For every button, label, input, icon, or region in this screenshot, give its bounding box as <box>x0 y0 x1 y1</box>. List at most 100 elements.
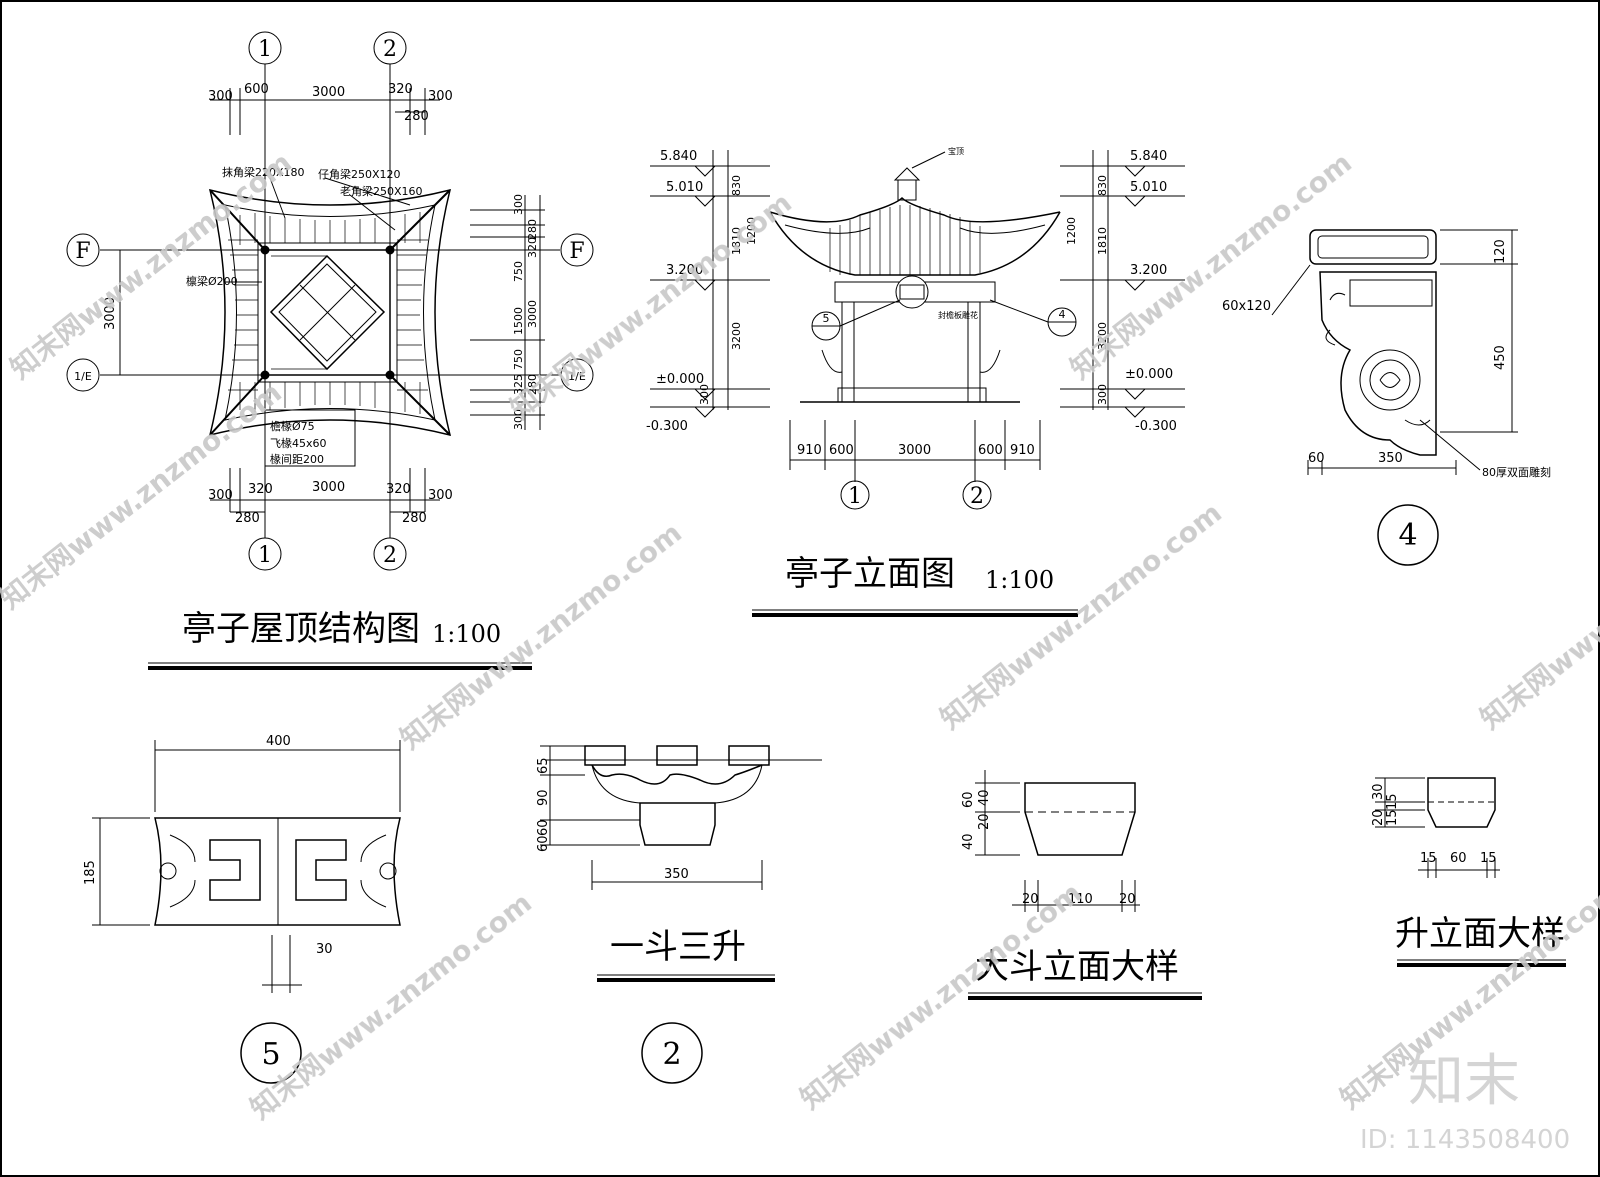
dim-text: 60 <box>536 819 551 836</box>
dim-text: 90 <box>536 789 551 806</box>
note-finial: 宝顶 <box>948 146 964 156</box>
dim-text: 20 <box>977 813 992 830</box>
dou-title: 一斗三升 <box>610 927 746 967</box>
dim-text: 40 <box>977 789 992 806</box>
dim-text: 830 <box>730 175 743 196</box>
watermark-text: 知末网www.znzmo.com <box>0 376 288 616</box>
dim-text: 600 <box>829 443 854 458</box>
dim-text: 350 <box>664 867 689 882</box>
dim-text: 600 <box>978 443 1003 458</box>
dim-text: 20 <box>1371 809 1386 826</box>
watermark-text: 知末网www.znzmo.com <box>504 186 798 426</box>
dim-text: 280 <box>526 374 539 395</box>
dim-text: 30 <box>316 942 333 957</box>
dim-text: 300 <box>428 89 453 104</box>
detail-dou-text: 65 90 60 60 350 一斗三升 2 <box>536 757 775 1072</box>
column-marker <box>260 245 270 255</box>
level-text: 3.200 <box>1130 263 1167 278</box>
label-corner-beam-large: 老角梁250X160 <box>340 184 423 198</box>
level-text: 5.010 <box>666 180 703 195</box>
detail-5-lattice <box>92 740 401 1084</box>
dim-text: 20 <box>1022 892 1039 907</box>
dim-text: 120 <box>1493 239 1508 264</box>
dim-text: 450 <box>1493 345 1508 370</box>
axis-bubble-E-right <box>560 358 594 392</box>
pavilion-elevation-text: 5.840 5.010 3.200 ±0.000 -0.300 5.840 5.… <box>646 146 1177 617</box>
dim-text: 400 <box>266 734 291 749</box>
dim-text: 300 <box>208 89 233 104</box>
dim-text: 60 <box>536 835 551 852</box>
dim-text: 60 <box>961 791 976 808</box>
dim-text: 15 <box>1385 809 1400 826</box>
axis-bubble-E-left <box>66 358 100 392</box>
axis-label-E-left: 1/E <box>74 370 92 383</box>
watermark-layer: 知末网www.znzmo.com 知末网www.znzmo.com 知末网www… <box>0 146 1600 1155</box>
level-text: ±0.000 <box>1125 367 1173 382</box>
dim-text: 3200 <box>1096 322 1109 350</box>
level-text: 5.840 <box>1130 149 1167 164</box>
level-text: 5.840 <box>660 149 697 164</box>
roof-plan-title: 亭子屋顶结构图 <box>182 609 420 649</box>
dim-text: 300 <box>1096 384 1109 405</box>
axis-bubble-F-left <box>66 233 100 267</box>
dim-text: 830 <box>1096 175 1109 196</box>
da-dou-title: 大斗立面大样 <box>975 947 1179 987</box>
label-block: 60x120 <box>1222 299 1271 314</box>
pavilion-elevation <box>650 150 1185 510</box>
detail-4-id: 4 <box>1398 518 1417 553</box>
level-text: -0.300 <box>1135 419 1177 434</box>
dim-text: 3000 <box>312 85 345 100</box>
dim-text: 1200 <box>745 217 758 245</box>
dim-text: 280 <box>402 511 427 526</box>
roof-plan <box>66 31 594 571</box>
axis-label-2-bottom: 2 <box>383 543 397 568</box>
level-text: ±0.000 <box>656 372 704 387</box>
dim-text: 30 <box>1371 783 1386 800</box>
dim-text: 3000 <box>312 480 345 495</box>
level-text: 3.200 <box>666 263 703 278</box>
roof-plan-text: 1 2 1 2 F F 1/E 1/E 300 600 3000 320 300… <box>74 37 586 670</box>
dim-text: 60 <box>1308 451 1325 466</box>
label-corner-beam-small: 仔角梁250X120 <box>318 167 401 181</box>
detail-sheng-text: 20 30 15 15 15 60 15 升立面大样 <box>1371 783 1566 967</box>
dou-id: 2 <box>662 1037 681 1072</box>
axis-bubble-2-top <box>373 31 407 65</box>
dim-text: 280 <box>235 511 260 526</box>
callout-4: 4 <box>1059 308 1066 321</box>
dim-text: 3200 <box>730 322 743 350</box>
dim-text: 15 <box>1420 851 1437 866</box>
dim-text: 3000 <box>526 300 539 328</box>
axis-bubble-1-bottom <box>248 537 282 571</box>
elevation-title: 亭子立面图 <box>785 554 955 594</box>
dim-text: 320 <box>386 482 411 497</box>
dim-text: 15 <box>1480 851 1497 866</box>
axis-label-2-top: 2 <box>383 37 397 62</box>
watermark-text: 知末网www.znzmo.com <box>1474 496 1600 736</box>
axis-bubble-1-top <box>248 31 282 65</box>
level-text: 5.010 <box>1130 180 1167 195</box>
dim-text: 300 <box>698 384 711 405</box>
dim-text: 20 <box>1119 892 1136 907</box>
axis-label-F-right: F <box>569 239 584 264</box>
note-fascia: 封檐板雕花 <box>938 310 978 320</box>
detail-da-dou-text: 60 20 40 40 20 110 20 大斗立面大样 <box>961 789 1202 1000</box>
axis-label-1-top: 1 <box>258 37 272 62</box>
dim-text: 750 <box>512 261 525 282</box>
dim-text: 750 <box>512 349 525 370</box>
dim-text: 300 <box>512 409 525 430</box>
label-rafter-spacing: 椽间距200 <box>270 453 324 466</box>
column-marker <box>385 245 395 255</box>
watermark-id: ID: 1143508400 <box>1360 1125 1570 1155</box>
axis-label-1: 1 <box>848 484 862 509</box>
dim-text: 320 <box>526 237 539 258</box>
watermark-text: 知末网www.znzmo.com <box>794 876 1088 1116</box>
label-flying-rafter: 飞椽45x60 <box>270 437 327 450</box>
axis-label-E-right: 1/E <box>568 370 586 383</box>
detail-5-text: 400 185 30 5 <box>83 734 333 1072</box>
label-chamfer-beam: 抹角梁220X180 <box>222 165 305 179</box>
watermark-text: 知末网www.znzmo.com <box>4 146 298 386</box>
dim-text: 600 <box>244 82 269 97</box>
axis-label-2: 2 <box>970 484 984 509</box>
dim-text: 300 <box>428 488 453 503</box>
